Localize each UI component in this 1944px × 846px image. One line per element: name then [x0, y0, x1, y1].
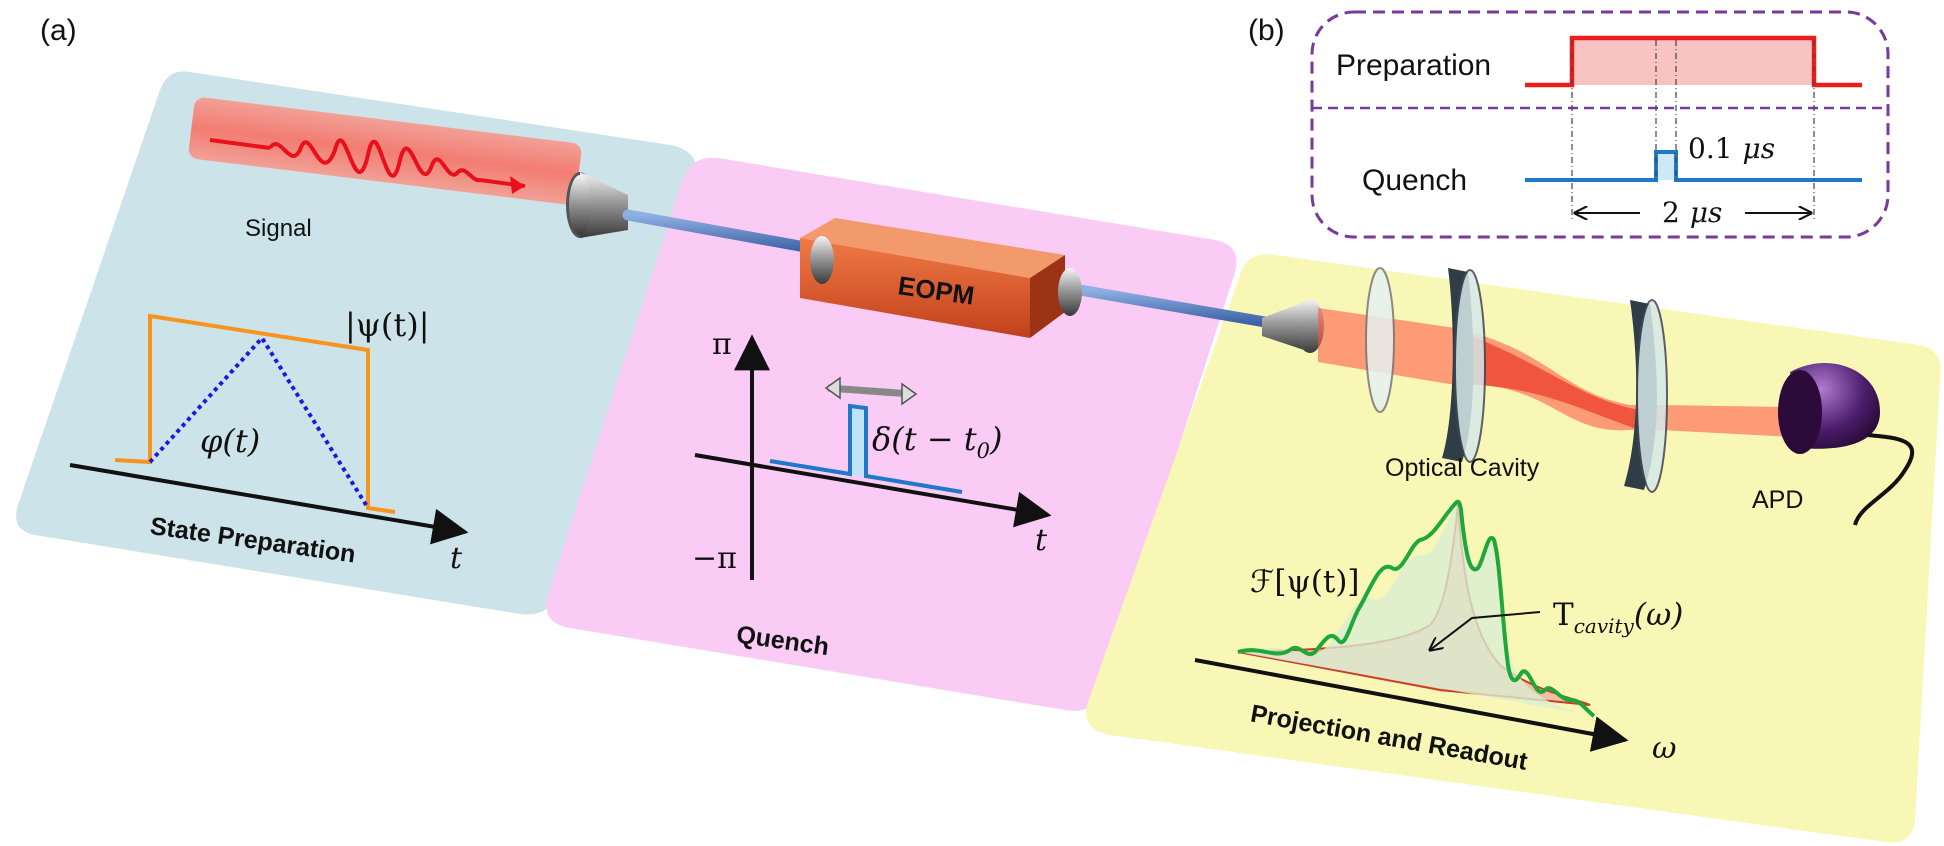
state-preparation-plot	[69, 313, 469, 545]
y-top-label: π	[712, 327, 732, 362]
t-axis-quench	[694, 453, 1052, 528]
apd-detector[interactable]	[1778, 362, 1914, 526]
fourier-spectrum-curve	[1237, 499, 1596, 718]
output-fiber-coupler	[1262, 299, 1324, 353]
optical-cavity-label: Optical Cavity	[1385, 454, 1540, 482]
apd-cable	[1853, 433, 1914, 526]
quench-pulse-timing	[1525, 150, 1862, 182]
amplitude-label: |ψ(t)|	[345, 306, 429, 344]
signal-beam	[188, 97, 582, 205]
omega-axis-label: ω	[1652, 731, 1676, 766]
input-fiber-coupler	[566, 172, 628, 238]
lens	[1365, 267, 1395, 413]
projection-panel	[1086, 254, 1941, 843]
preparation-row-label: Preparation	[1336, 49, 1491, 82]
quench-pulse	[769, 403, 963, 494]
phase-label: φ(t)	[200, 422, 260, 460]
fiber-output	[1074, 284, 1271, 328]
quench-plot	[694, 334, 1052, 580]
state-preparation-panel	[16, 71, 699, 615]
transmission-label: Tcavity(ω)	[1553, 597, 1683, 638]
t-axis-prep-label: t	[450, 541, 463, 576]
t-axis-quench-label: t	[1035, 523, 1048, 558]
spectrum-label: ℱ[ψ(t)]	[1250, 564, 1360, 600]
y-bottom-label: −π	[692, 541, 737, 576]
omega-axis	[1194, 658, 1629, 752]
panel-a-tag: (a)	[40, 14, 77, 47]
shift-double-arrow	[827, 384, 913, 398]
cavity-mirror-1	[1442, 268, 1486, 463]
signal-wave-packet	[268, 138, 526, 188]
quench-row-label: Quench	[1362, 164, 1467, 197]
spectrum-fill	[1238, 505, 1590, 715]
cavity-mirror-2	[1624, 299, 1668, 493]
apd-label: APD	[1752, 486, 1803, 514]
transmission-pointer	[1430, 611, 1541, 650]
eopm-device[interactable]	[800, 218, 1082, 338]
timing-guides	[1571, 40, 1815, 220]
signal-label: Signal	[245, 215, 312, 242]
t-axis-prep	[69, 463, 469, 545]
fiber-input	[622, 209, 828, 256]
projection-plot	[1194, 499, 1629, 752]
delta-label: δ(t − t0)	[872, 420, 1002, 463]
cavity-beam	[1318, 308, 1850, 440]
preparation-pulse	[1525, 35, 1862, 88]
amplitude-envelope	[114, 313, 396, 514]
panel-b-tag: (b)	[1248, 14, 1285, 47]
